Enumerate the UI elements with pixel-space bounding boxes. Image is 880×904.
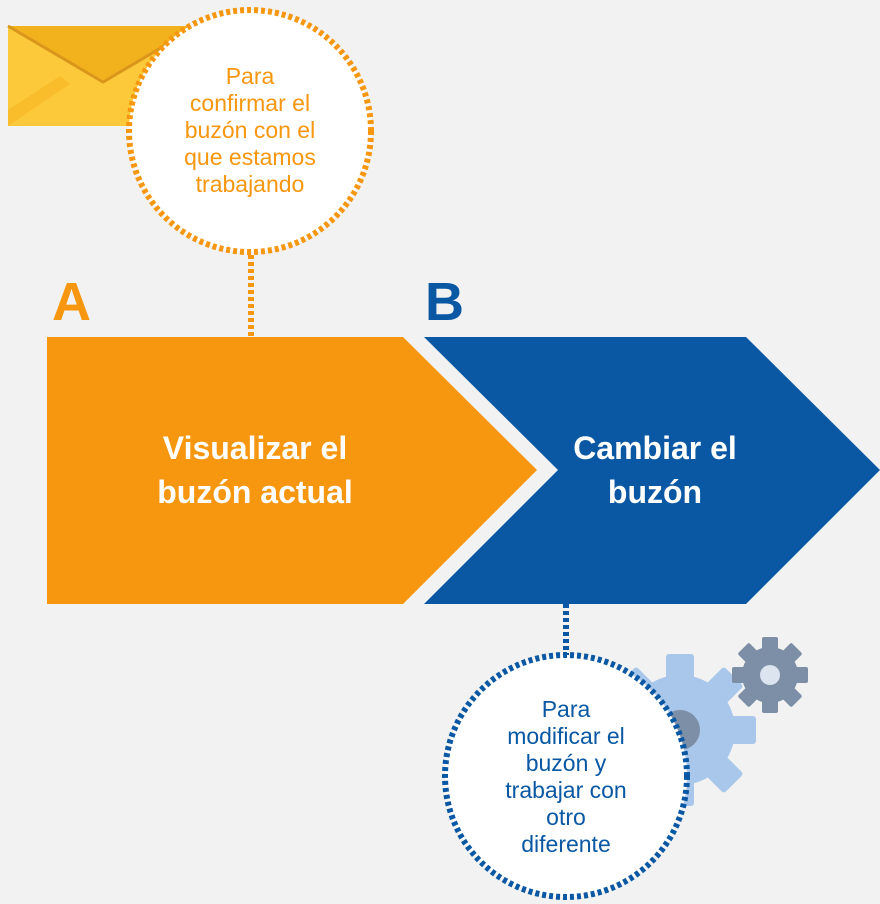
step-a-letter: A xyxy=(52,272,91,332)
step-b-note-line: modificar el xyxy=(507,723,625,749)
step-b-note-line: trabajar con xyxy=(505,777,627,803)
step-b-note-bubble xyxy=(442,652,690,900)
step-b-note-line: otro xyxy=(546,804,586,830)
step-b-note-line: diferente xyxy=(521,831,611,857)
step-b-note-line: buzón y xyxy=(525,750,607,776)
step-a-note-line: que estamos xyxy=(184,143,316,170)
step-a-note-line: confirmar el xyxy=(189,89,311,116)
step-b-note: Para modificar el buzón y trabajar con o… xyxy=(466,680,666,874)
step-a-note-line: buzón con el xyxy=(184,116,316,143)
step-b-label: Cambiar el buzón xyxy=(500,404,810,536)
step-a-note-line: trabajando xyxy=(195,170,305,197)
step-a-label-line2: buzón actual xyxy=(157,474,353,510)
step-b-label-line1: Cambiar el xyxy=(573,430,737,466)
step-a-label-line1: Visualizar el xyxy=(162,430,348,466)
step-a-note-line: Para xyxy=(225,62,275,89)
step-a-note-bubble xyxy=(126,7,374,255)
step-b-note-line: Para xyxy=(541,696,591,722)
step-a-label: Visualizar el buzón actual xyxy=(100,404,410,536)
step-b-label-line2: buzón xyxy=(607,474,703,510)
step-a-arrow xyxy=(47,337,537,604)
step-b-letter: B xyxy=(425,272,464,332)
step-a-note: Para confirmar el buzón con el que estam… xyxy=(150,40,350,220)
step-b-arrow xyxy=(424,337,880,604)
